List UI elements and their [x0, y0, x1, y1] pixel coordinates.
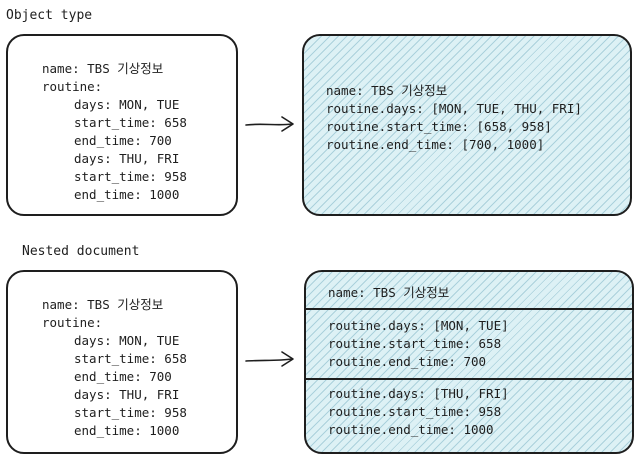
- nested-source-box: name: TBS 기상정보 routine: days: MON, TUE star…: [6, 270, 238, 454]
- routine-field: start_time: 958: [74, 405, 187, 420]
- routine-field: start_time: 658: [74, 115, 187, 130]
- routine-field: end_time: 1000: [74, 423, 180, 438]
- nested-doc-line: routine.start_time: 958: [328, 404, 502, 419]
- nested-name-line: name: TBS 기상정보: [328, 285, 450, 300]
- routine-label: routine:: [42, 315, 103, 330]
- flattened-line: name: TBS 기상정보: [326, 83, 448, 98]
- routine-field: end_time: 1000: [74, 187, 180, 202]
- name-line: name: TBS 기상정보: [42, 297, 164, 312]
- nested-doc-line: routine.start_time: 658: [328, 336, 502, 351]
- routine-field: start_time: 958: [74, 169, 187, 184]
- nested-doc-line: routine.end_time: 700: [328, 354, 487, 369]
- arrow-right-icon: [245, 351, 294, 367]
- routine-field: days: MON, TUE: [74, 97, 180, 112]
- nested-doc-line: routine.days: [THU, FRI]: [328, 386, 509, 401]
- routine-field: end_time: 700: [74, 133, 172, 148]
- object-type-source-box: name: TBS 기상정보 routine: days: MON, TUE star…: [6, 34, 238, 216]
- nested-doc-line: routine.days: [MON, TUE]: [328, 318, 509, 333]
- flattened-code: name: TBS 기상정보 routine.days: [MON, TUE, T…: [326, 82, 582, 154]
- name-line: name: TBS 기상정보: [42, 61, 164, 76]
- routine-field: days: MON, TUE: [74, 333, 180, 348]
- routine-field: days: THU, FRI: [74, 387, 180, 402]
- source-code: name: TBS 기상정보 routine: days: MON, TUE star…: [42, 60, 187, 204]
- nested-doc-line: routine.end_time: 1000: [328, 422, 494, 437]
- flattened-line: routine.start_time: [658, 958]: [326, 119, 552, 134]
- nested-doc-2: routine.days: [THU, FRI] routine.start_ti…: [328, 385, 509, 439]
- nested-document-title: Nested document: [22, 244, 140, 259]
- document-divider: [306, 308, 632, 310]
- nested-header: name: TBS 기상정보: [328, 284, 449, 302]
- flattened-line: routine.days: [MON, TUE, THU, FRI]: [326, 101, 582, 116]
- flattened-line: routine.end_time: [700, 1000]: [326, 137, 545, 152]
- nested-doc-1: routine.days: [MON, TUE] routine.start_ti…: [328, 317, 509, 371]
- arrow-right-icon: [245, 116, 294, 132]
- routine-field: end_time: 700: [74, 369, 172, 384]
- object-type-flattened-box: name: TBS 기상정보 routine.days: [MON, TUE, T…: [302, 34, 632, 216]
- routine-field: start_time: 658: [74, 351, 187, 366]
- routine-label: routine:: [42, 79, 103, 94]
- document-divider: [306, 378, 632, 380]
- nested-documents-box: name: TBS 기상정보 routine.days: [MON, TUE]r…: [304, 270, 634, 454]
- routine-field: days: THU, FRI: [74, 151, 180, 166]
- source-code: name: TBS 기상정보 routine: days: MON, TUE star…: [42, 296, 187, 440]
- object-type-title: Object type: [6, 8, 93, 23]
